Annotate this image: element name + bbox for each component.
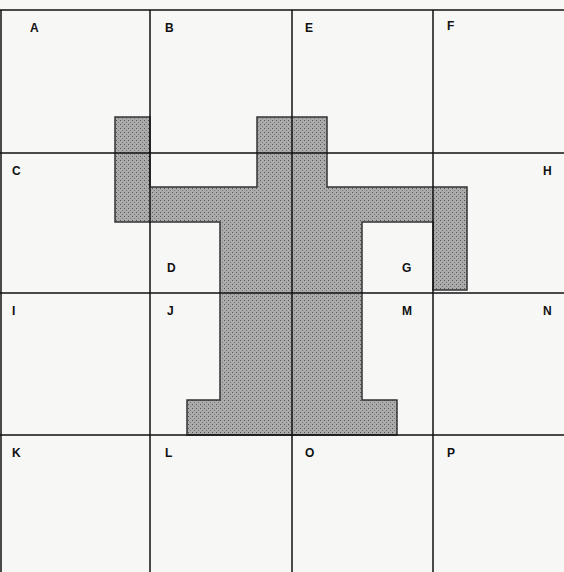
cell-letter: F xyxy=(447,20,454,32)
cell-letter: G xyxy=(402,262,411,274)
cell-letter: B xyxy=(165,22,174,34)
cell-letter: K xyxy=(12,447,21,459)
cell-letter: I xyxy=(12,305,15,317)
cell-letter: C xyxy=(12,165,21,177)
cell-letter: P xyxy=(447,447,455,459)
grid-lines xyxy=(0,10,564,572)
cell-letter: D xyxy=(167,262,176,274)
cell-letter: N xyxy=(543,305,552,317)
cell-letter: L xyxy=(165,447,172,459)
cell-letter: M xyxy=(402,305,412,317)
cell-letter: E xyxy=(305,22,313,34)
cell-letter: O xyxy=(305,447,314,459)
cell-letter: A xyxy=(30,22,39,34)
cell-letter: H xyxy=(543,165,552,177)
figure-shape xyxy=(115,117,467,435)
cell-letter: J xyxy=(167,305,174,317)
